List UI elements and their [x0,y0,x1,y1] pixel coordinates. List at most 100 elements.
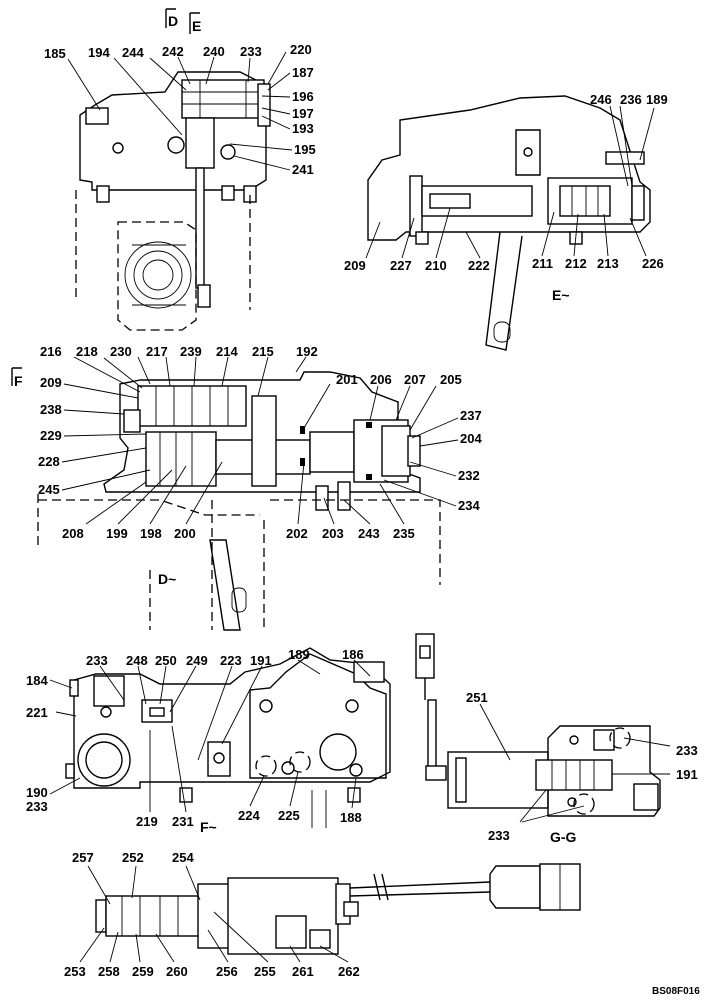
part-208: 208 [62,526,84,541]
part-249: 249 [186,653,208,668]
part-196: 196 [292,89,314,104]
part-224: 224 [238,808,260,823]
part-220: 220 [290,42,312,57]
part-258: 258 [98,964,120,979]
part-203: 203 [322,526,344,541]
part-217: 217 [146,344,168,359]
part-202: 202 [286,526,308,541]
part-251: 251 [466,690,488,705]
view-top-left [67,8,293,331]
part-195: 195 [294,142,316,157]
part-194: 194 [88,45,110,60]
part-227: 227 [390,258,412,273]
view-solenoid [79,863,581,963]
labels: D E F 185 194 244 242 240 233 220 187 19… [14,13,700,997]
part-237: 237 [460,408,482,423]
part-259: 259 [132,964,154,979]
part-233-f2: 233 [26,799,48,814]
part-206: 206 [370,372,392,387]
part-211: 211 [532,256,553,271]
part-207: 207 [404,372,426,387]
part-199: 199 [106,526,128,541]
part-209-d: 209 [40,375,62,390]
part-246: 246 [590,92,612,107]
part-250: 250 [155,653,177,668]
part-190: 190 [26,785,48,800]
part-243: 243 [358,526,380,541]
part-230: 230 [110,344,132,359]
section-f-view: F~ [200,819,217,835]
part-214: 214 [216,344,238,359]
part-228: 228 [38,454,60,469]
part-239: 239 [180,344,202,359]
part-192: 192 [296,344,318,359]
part-225: 225 [278,808,300,823]
part-209-e: 209 [344,258,366,273]
drawing-code: BS08F016 [652,986,700,997]
part-240: 240 [203,44,225,59]
part-216: 216 [40,344,62,359]
view-mark-e: E [192,18,201,34]
part-191-g: 191 [676,767,698,782]
part-215: 215 [252,344,274,359]
part-236: 236 [620,92,642,107]
part-210: 210 [425,258,447,273]
part-233-top: 233 [240,44,262,59]
part-226: 226 [642,256,664,271]
part-262: 262 [338,964,360,979]
part-229: 229 [40,428,62,443]
part-222: 222 [468,258,490,273]
part-204: 204 [460,431,482,446]
section-gg: G-G [550,829,577,845]
part-187: 187 [292,65,314,80]
part-260: 260 [166,964,188,979]
part-213: 213 [597,256,619,271]
part-254: 254 [172,850,194,865]
part-231: 231 [172,814,194,829]
part-241: 241 [292,162,314,177]
part-188: 188 [340,810,362,825]
part-185: 185 [44,46,66,61]
section-e-view: E~ [552,287,570,303]
part-218: 218 [76,344,98,359]
view-mark-f: F [14,373,23,389]
part-219: 219 [136,814,158,829]
part-233-f: 233 [86,653,108,668]
part-242: 242 [162,44,184,59]
part-189-top: 189 [646,92,668,107]
view-f [49,647,391,828]
view-d [11,356,459,631]
part-205: 205 [440,372,462,387]
part-248: 248 [126,653,148,668]
part-223: 223 [220,653,242,668]
part-257: 257 [72,850,94,865]
part-232: 232 [458,468,480,483]
part-189-f: 189 [288,647,310,662]
part-200: 200 [174,526,196,541]
part-256: 256 [216,964,238,979]
part-197: 197 [292,106,314,121]
part-201: 201 [336,372,358,387]
part-184: 184 [26,673,48,688]
part-233-g2: 233 [488,828,510,843]
part-234: 234 [458,498,480,513]
part-244: 244 [122,45,144,60]
part-253: 253 [64,964,86,979]
section-d-view: D~ [158,571,176,587]
part-221: 221 [26,705,48,720]
part-193: 193 [292,121,314,136]
part-198: 198 [140,526,162,541]
part-191-f: 191 [250,653,272,668]
part-233-g1: 233 [676,743,698,758]
part-252: 252 [122,850,144,865]
part-261: 261 [292,964,314,979]
part-186: 186 [342,647,364,662]
part-212: 212 [565,256,587,271]
view-gg [415,633,671,823]
view-mark-d: D [168,13,178,29]
part-235: 235 [393,526,415,541]
view-e [365,95,655,351]
part-238: 238 [40,402,62,417]
